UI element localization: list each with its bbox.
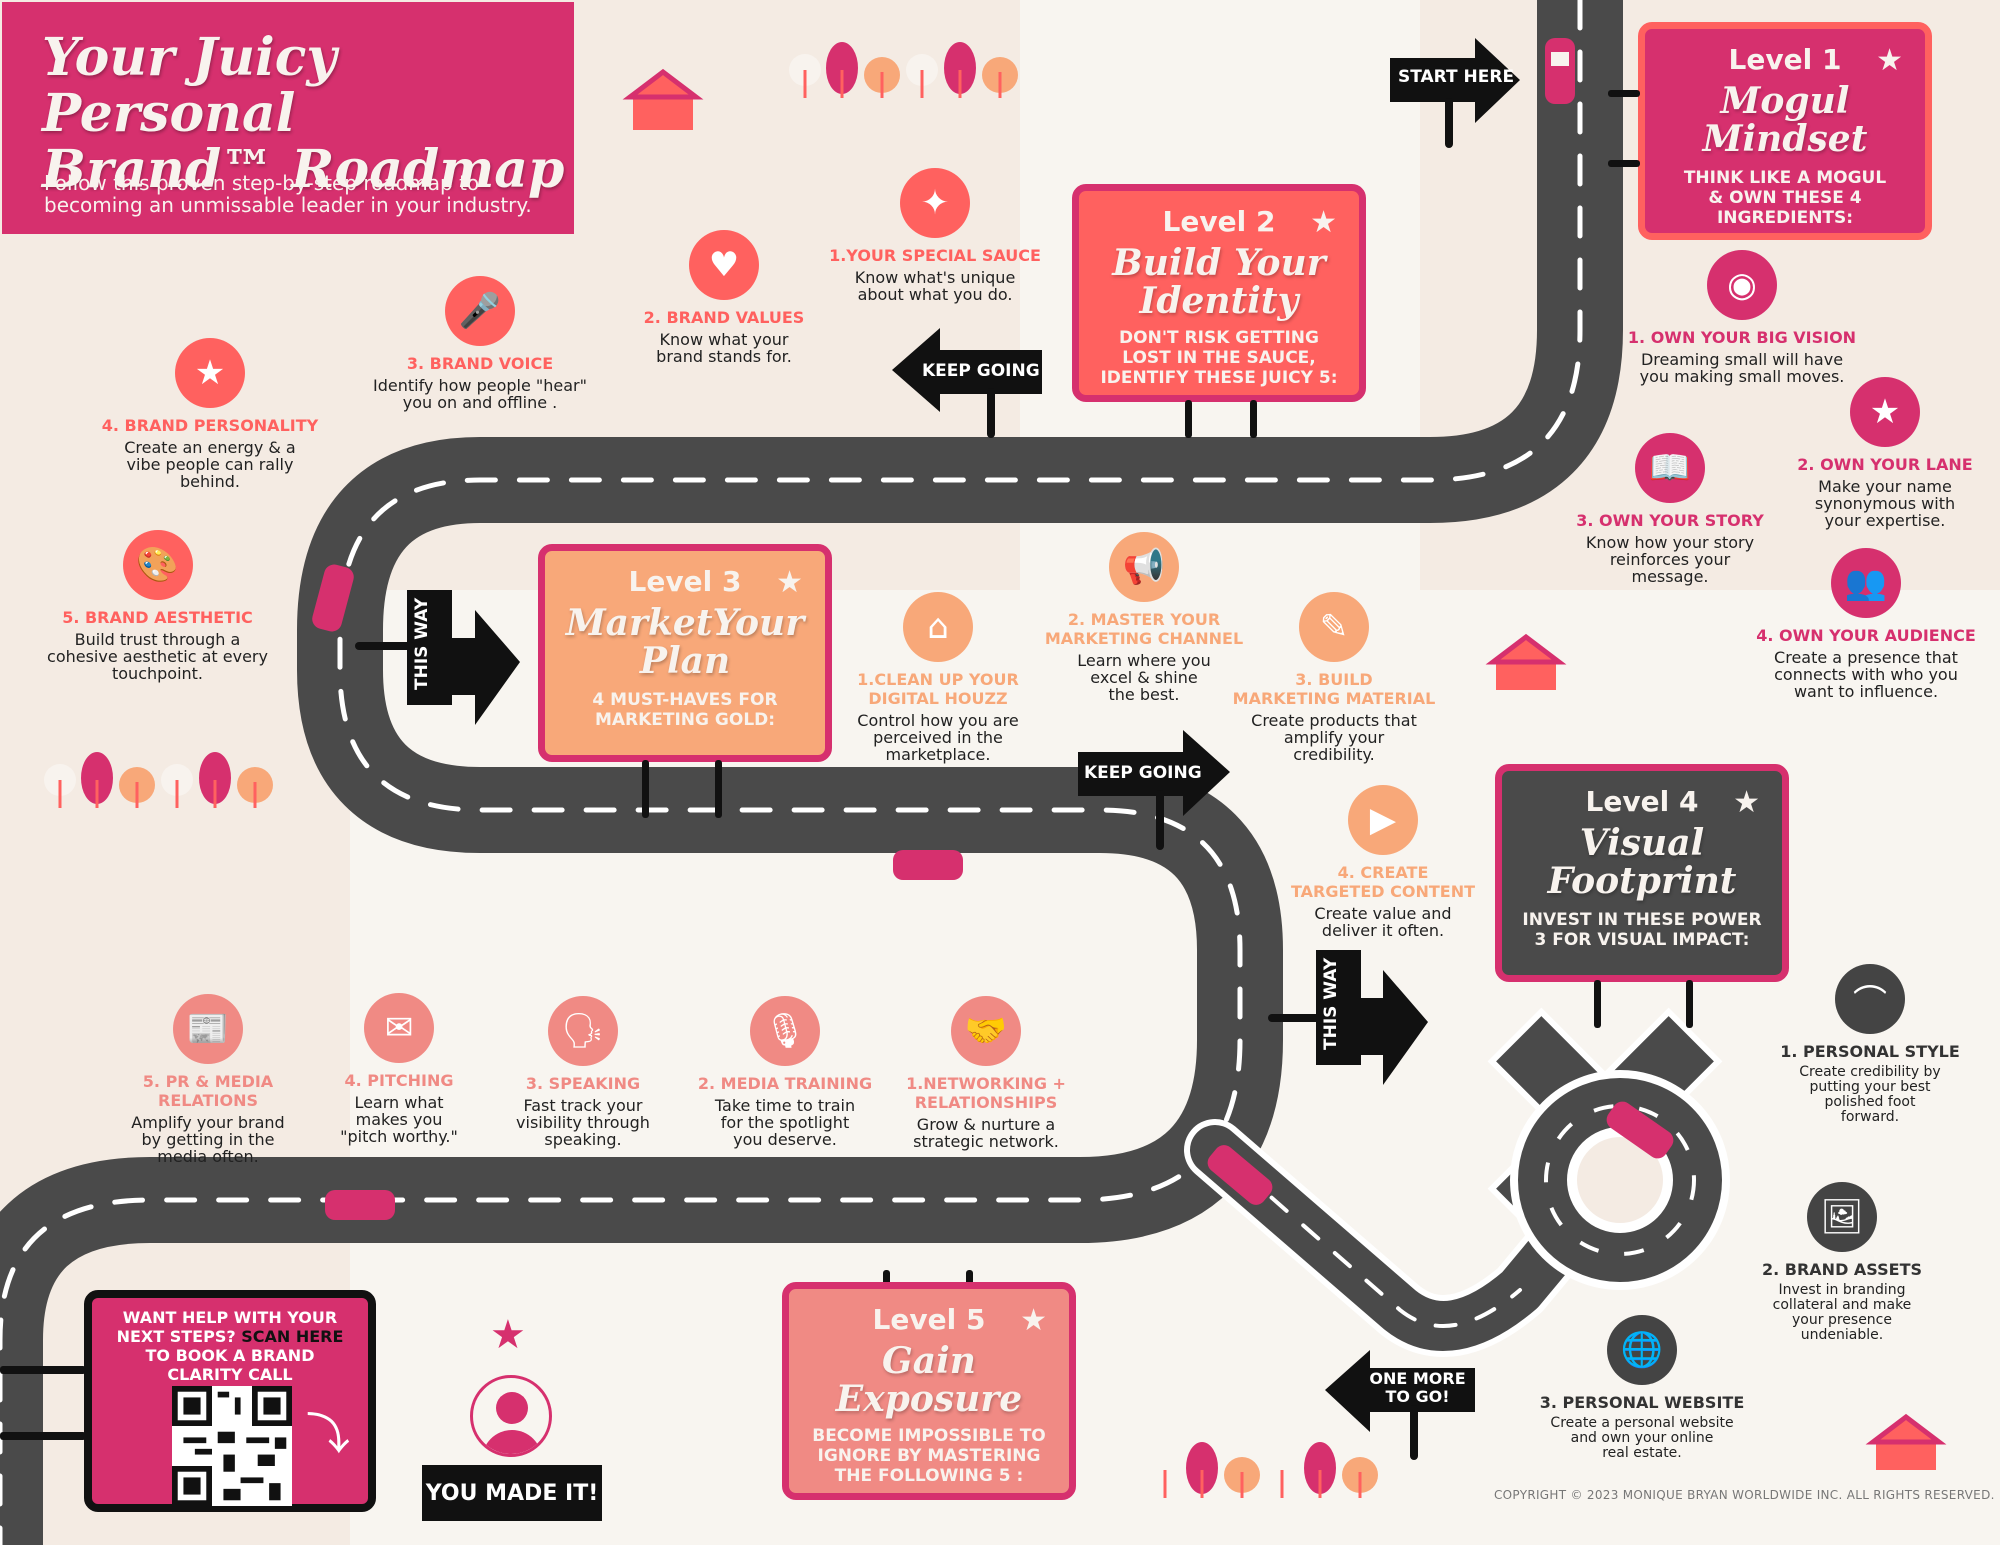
level-5-item: 🗣 3. SPEAKING Fast track your visibility…	[463, 996, 703, 1148]
sign-post	[1608, 90, 1640, 97]
level-3-item: ✎ 3. BUILD MARKETING MATERIAL Create pro…	[1214, 592, 1454, 763]
pen-icon: ✎	[1299, 592, 1369, 662]
star-icon: ★	[175, 338, 245, 408]
magic-wand-icon: ✦	[900, 168, 970, 238]
sign-post	[883, 1270, 890, 1286]
you-made-it-label: YOU MADE IT!	[422, 1465, 602, 1521]
level-2-item: ♥ 2. BRAND VALUES Know what your brand s…	[604, 230, 844, 365]
level-3-item: ▶ 4. CREATE TARGETED CONTENT Create valu…	[1263, 785, 1503, 939]
roundabout	[1487, 1007, 1730, 1290]
level-4-sign: Level 4 ★ Visual Footprint INVEST IN THE…	[1495, 764, 1789, 982]
house-decor	[622, 68, 1947, 1470]
level-5-item: 🎙 2. MEDIA TRAINING Take time to train f…	[665, 996, 905, 1148]
level-2-sign: Level 2 ★ Build Your Identity DON'T RISK…	[1072, 184, 1366, 402]
keep-going-arrow-right: KEEP GOING	[1078, 730, 1230, 850]
sign-post	[715, 760, 722, 818]
hanger-icon: ⌒	[1835, 964, 1905, 1034]
level-4-item: 🖼 2. BRAND ASSETS Invest in branding col…	[1722, 1182, 1962, 1343]
level-5-item: ✉ 4. PITCHING Learn what makes you "pitc…	[279, 993, 519, 1145]
level-4-item: 🌐 3. PERSONAL WEBSITE Create a personal …	[1522, 1315, 1762, 1461]
level-3-item: 📢 2. MASTER YOUR MARKETING CHANNEL Learn…	[1024, 532, 1264, 703]
level-2-item: 🎤 3. BRAND VOICE Identify how people "he…	[350, 276, 610, 411]
heart-icon: ♥	[689, 230, 759, 300]
qr-code[interactable]	[172, 1386, 292, 1506]
star-icon: ★	[490, 1312, 526, 1358]
level-4-item: ⌒ 1. PERSONAL STYLE Create credibility b…	[1750, 964, 1990, 1125]
speaking-head-icon: 🗣	[548, 996, 618, 1066]
sign-post	[0, 1432, 86, 1440]
microphone-icon: 🎤	[445, 276, 515, 346]
star-icon: ★	[1733, 785, 1760, 820]
curved-arrow-icon: ⤵	[306, 1409, 350, 1460]
page-subtitle: Follow this proven step-by-step roadmap …	[44, 171, 532, 217]
sign-post	[1185, 400, 1192, 438]
palette-icon: 🎨	[122, 530, 193, 600]
megaphone-icon: 📢	[1109, 532, 1179, 602]
one-more-to-go-arrow: ONE MORE TO GO!	[1325, 1350, 1477, 1460]
cars	[312, 38, 1674, 1220]
level-2-item: 🎨 5. BRAND AESTHETIC Build trust through…	[20, 530, 295, 682]
level-1-item: ◉ 1. OWN YOUR BIG VISION Dreaming small …	[1622, 250, 1862, 385]
book-icon: 📖	[1635, 433, 1705, 503]
envelope-icon: ✉	[364, 993, 434, 1063]
car	[1606, 1101, 1674, 1159]
sign-post	[1686, 980, 1693, 1028]
car	[1207, 1145, 1273, 1205]
level-1-item: 👥 4. OWN YOUR AUDIENCE Create a presence…	[1736, 548, 1996, 700]
star-icon: ★	[1020, 1303, 1047, 1338]
star-icon: ★	[1310, 205, 1337, 240]
copyright: COPYRIGHT © 2023 MONIQUE BRYAN WORLDWIDE…	[1494, 1488, 1995, 1502]
level-1-item: ★ 2. OWN YOUR LANE Make your name synony…	[1765, 377, 2000, 529]
title-banner: Your Juicy Personal Brand™ Roadmap Follo…	[2, 2, 574, 234]
level-3-sign: Level 3 ★ MarketYour Plan 4 MUST-HAVES F…	[538, 544, 832, 762]
newspaper-icon: 📰	[173, 994, 243, 1064]
page-title: Your Juicy Personal Brand™ Roadmap	[42, 27, 565, 200]
car	[1545, 38, 1575, 104]
level-2-item: ✦ 1.YOUR SPECIAL SAUCE Know what's uniqu…	[815, 168, 1055, 303]
star-icon: ★	[1876, 43, 1903, 78]
road-lane-markings	[0, 0, 1583, 1545]
video-play-icon: ▶	[1348, 785, 1418, 855]
this-way-arrow: THIS WAY	[355, 590, 520, 730]
star-icon: ★	[776, 565, 803, 600]
sign-post	[642, 760, 649, 818]
level-5-sign: Level 5 ★ Gain Exposure BECOME IMPOSSIBL…	[782, 1282, 1076, 1500]
car	[893, 850, 963, 880]
level-1-item: 📖 3. OWN YOUR STORY Know how your story …	[1550, 433, 1790, 585]
handshake-icon: 🤝	[951, 996, 1021, 1066]
studio-mic-icon: 🎙	[750, 996, 820, 1066]
level-3-item: ⌂ 1.CLEAN UP YOUR DIGITAL HOUZZ Control …	[818, 592, 1058, 763]
star-icon: ★	[1850, 377, 1920, 447]
image-gallery-icon: 🖼	[1807, 1182, 1877, 1252]
cta-sign: WANT HELP WITH YOUR NEXT STEPS? SCAN HER…	[84, 1290, 376, 1512]
house-icon: ⌂	[903, 592, 973, 662]
sign-post	[966, 1270, 973, 1286]
people-icon: 👥	[1831, 548, 1901, 618]
eye-icon: ◉	[1707, 250, 1777, 320]
sign-post	[0, 1366, 86, 1374]
globe-icon: 🌐	[1607, 1315, 1677, 1385]
start-here-arrow: START HERE	[1390, 38, 1520, 148]
sign-post	[1608, 160, 1640, 167]
level-2-item: ★ 4. BRAND PERSONALITY Create an energy …	[90, 338, 330, 490]
cta-text: WANT HELP WITH YOUR NEXT STEPS? SCAN HER…	[116, 1308, 344, 1384]
level-5-item: 🤝 1.NETWORKING + RELATIONSHIPS Grow & nu…	[866, 996, 1106, 1150]
sign-post	[1250, 400, 1257, 438]
level-5-item: 📰 5. PR & MEDIA RELATIONS Amplify your b…	[88, 994, 328, 1165]
level-1-sign: Level 1 ★ Mogul Mindset THINK LIKE A MOG…	[1638, 22, 1932, 240]
this-way-arrow-2: THIS WAY	[1268, 950, 1428, 1090]
car	[312, 564, 354, 632]
trees-decor	[44, 42, 1378, 1498]
sign-post	[1594, 980, 1601, 1028]
person-avatar-icon	[470, 1375, 552, 1457]
car	[325, 1190, 395, 1220]
keep-going-arrow-left: KEEP GOING	[892, 328, 1044, 438]
